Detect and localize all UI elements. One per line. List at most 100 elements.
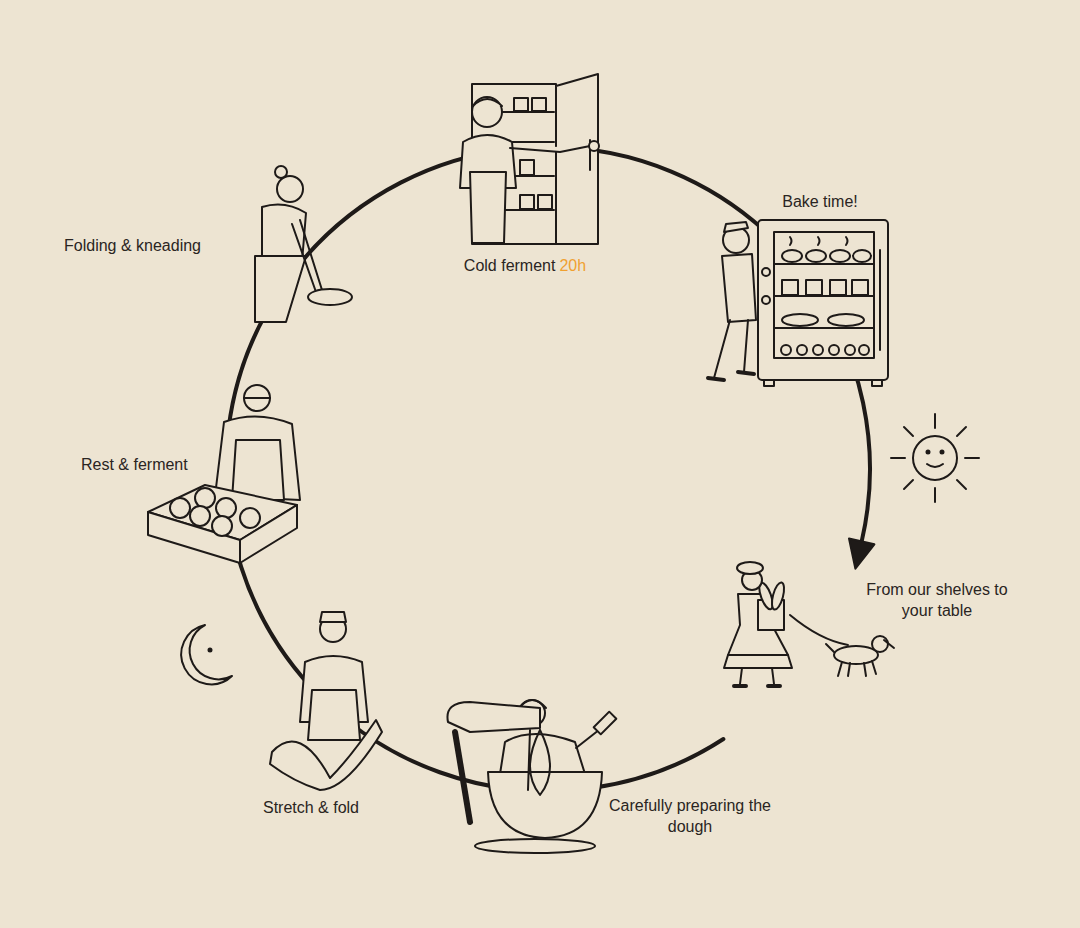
oven-figure [830,250,850,262]
customer-figure [790,615,848,645]
baker-kneading-figure [292,220,322,292]
oven-figure [828,314,864,326]
baker-resting-figure [148,385,300,563]
baker-kneading-figure [255,256,306,322]
sun-symbol [891,457,905,459]
step-label: Bake time! [782,191,858,212]
customer-figure [724,562,894,686]
oven-figure [724,222,748,232]
sun-symbol [957,427,966,436]
baker-resting-figure [212,516,232,536]
oven-figure [790,237,848,245]
sun-symbol [891,414,979,502]
fridge-figure [510,146,590,152]
baker-resting-figure [244,385,270,411]
sun-symbol [965,457,979,459]
oven-figure [859,345,869,355]
oven-figure [853,250,871,262]
step-label: Cold ferment [464,255,556,276]
baker-resting-figure [244,397,270,399]
cycle-ring [849,539,874,569]
oven-figure [806,250,826,262]
sun-symbol [904,427,913,436]
sun-symbol [904,480,913,489]
baker-kneading-figure [308,289,352,305]
customer-figure [884,640,894,648]
oven-figure [708,372,754,380]
oven-figure [852,280,868,295]
step-label: 20h [559,255,586,276]
fridge-figure [538,195,552,209]
baker-kneading-figure [275,166,287,178]
baker-resting-figure [240,505,297,563]
sun-symbol [927,451,930,454]
mixer-figure [528,730,550,795]
step-label: From our shelves to your table [852,579,1022,621]
mixer-figure [455,732,470,822]
fridge-figure [532,98,546,111]
customer-figure [826,644,876,676]
oven-figure [708,220,888,386]
baker-resting-figure [215,416,300,500]
oven-figure [764,380,774,386]
baker-resting-figure [216,498,236,518]
step-label: Carefully preparing the dough [603,795,778,837]
customer-figure [770,581,787,611]
oven-figure [774,263,874,265]
oven-figure [782,314,818,326]
mixer-figure [594,712,617,735]
moon-symbol [209,649,212,652]
oven-figure [845,345,855,355]
baker-kneading-figure [277,176,303,202]
baker-resting-figure [232,440,284,500]
oven-figure [797,345,807,355]
baker-kneading-figure [262,205,306,262]
fridge-figure [514,98,528,111]
oven-figure [762,268,770,276]
baker-stretching-figure [308,690,360,740]
sun-symbol [957,480,966,489]
sun-symbol [934,488,936,502]
oven-figure [758,220,888,380]
baker-resting-figure [240,508,260,528]
oven-figure [722,254,756,322]
fridge-figure [460,74,599,244]
fridge-figure [556,74,598,244]
oven-figure [782,280,798,295]
oven-figure [762,296,770,304]
customer-figure [734,684,780,688]
step-label: Folding & kneading [64,235,201,256]
baker-resting-figure [190,506,210,526]
step-label: Stretch & fold [263,797,359,818]
oven-figure [879,250,881,350]
fridge-figure [520,195,534,209]
moon-symbol [181,625,232,684]
customer-figure [740,668,774,684]
mixer-figure [500,734,585,774]
fridge-figure [470,172,506,243]
baker-stretching-figure [270,720,382,790]
oven-figure [806,280,822,295]
baker-resting-figure [170,498,190,518]
customer-figure [724,655,792,668]
oven-figure [774,232,874,358]
oven-figure [813,345,823,355]
oven-figure [782,250,802,262]
moon-symbol [181,625,232,684]
fridge-figure [472,97,502,127]
baker-stretching-figure [320,612,346,622]
oven-figure [774,327,874,329]
customer-figure [737,562,763,574]
oven-figure [714,320,748,378]
oven-figure [829,345,839,355]
fridge-figure [520,160,534,175]
oven-figure [830,280,846,295]
baker-kneading-figure [255,166,352,322]
fridge-figure [473,99,502,106]
oven-figure [781,345,791,355]
baker-resting-figure [195,488,215,508]
baker-stretching-figure [270,612,382,790]
mixer-figure [447,700,616,853]
mixer-figure [475,839,595,853]
